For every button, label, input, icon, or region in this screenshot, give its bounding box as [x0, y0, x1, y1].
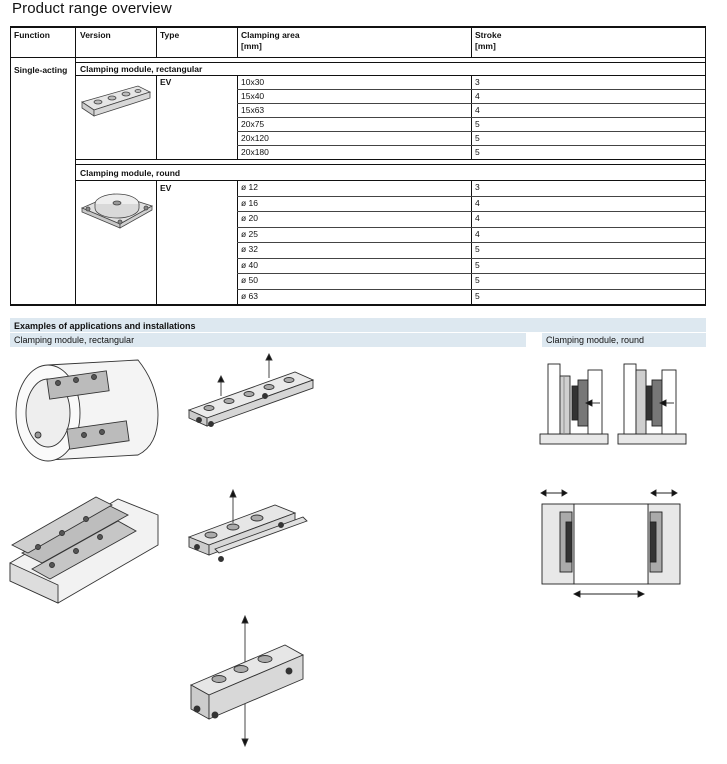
clamping-area-cell: ø 25 [241, 228, 259, 239]
group1-type: EV [160, 77, 172, 87]
stroke-cell: 5 [475, 244, 480, 254]
round-module-image [80, 193, 154, 229]
page-title: Product range overview [12, 0, 172, 17]
table-row-rule [237, 131, 705, 132]
stroke-cell: 3 [475, 182, 480, 192]
round-module-section-diagram-2 [540, 489, 681, 598]
stroke-cell: 5 [475, 119, 480, 129]
header-clamping-area-unit: [mm] [241, 41, 262, 51]
table-row-rule [237, 117, 705, 118]
header-rule [10, 57, 706, 58]
group2-col-type [156, 180, 157, 304]
group2-type: EV [160, 183, 172, 193]
table-row-rule [237, 195, 705, 197]
header-type: Type [160, 30, 180, 40]
round-module-section-diagram-1 [539, 363, 687, 445]
group1-title: Clamping module, rectangular [80, 64, 203, 74]
header-stroke-unit: [mm] [475, 41, 496, 51]
header-clamping-area: Clamping area [mm] [241, 30, 300, 56]
clamping-area-cell: 15x63 [241, 105, 265, 115]
header-function: Function [14, 30, 50, 40]
header-clamping-area-label: Clamping area [241, 30, 300, 40]
left-caption-band [10, 333, 526, 347]
stroke-cell: 5 [475, 259, 480, 270]
function-value: Single-acting [14, 65, 68, 75]
col-line-area-head [237, 28, 238, 58]
header-stroke: Stroke [mm] [475, 30, 501, 56]
table-top-rule [10, 26, 706, 28]
clamping-area-cell: 20x120 [241, 133, 269, 143]
table-row-rule [237, 257, 705, 259]
right-caption: Clamping module, round [546, 335, 645, 345]
clamping-area-cell: 15x40 [241, 91, 265, 101]
group2-title-rule [75, 180, 705, 181]
col-line-left [10, 28, 11, 305]
group-separator-rule [75, 164, 705, 165]
col-line-version [75, 28, 76, 305]
left-caption: Clamping module, rectangular [14, 335, 135, 345]
col-line-stroke-head [471, 28, 472, 58]
table-row-rule [237, 273, 705, 274]
table-row-rule [237, 103, 705, 104]
group1-bottom-rule [75, 159, 705, 160]
rectangular-module-double-arrow-illustration [189, 615, 305, 748]
clamping-area-cell: ø 16 [241, 197, 259, 208]
stroke-cell: 3 [475, 77, 480, 87]
examples-title-band [10, 318, 706, 332]
clamping-area-cell: ø 12 [241, 182, 259, 192]
table-row-rule [237, 211, 705, 212]
stroke-cell: 5 [475, 290, 480, 301]
stroke-cell: 4 [475, 228, 480, 239]
table-bottom-rule [10, 304, 706, 306]
clamping-area-cell: ø 40 [241, 259, 259, 270]
clamping-area-cell: ø 32 [241, 244, 259, 254]
col-line-type-head [156, 28, 157, 58]
group1-title-rule [75, 75, 705, 76]
right-caption-band [542, 333, 706, 347]
clamping-area-cell: ø 50 [241, 275, 259, 285]
clamping-area-cell: ø 63 [241, 290, 259, 301]
group1-top-rule [75, 62, 705, 63]
rectangular-module-image [81, 85, 152, 117]
header-version: Version [80, 30, 111, 40]
table-row-rule [237, 288, 705, 290]
clamping-area-cell: 20x180 [241, 147, 269, 157]
clamping-area-cell: 20x75 [241, 119, 265, 129]
table-row-rule [237, 226, 705, 228]
rectangular-modules-arrows-illustration [187, 352, 315, 427]
clamping-area-cell: 10x30 [241, 77, 265, 87]
table-row-rule [237, 145, 705, 146]
header-stroke-label: Stroke [475, 30, 502, 40]
group1-col-type [156, 75, 157, 159]
stroke-cell: 5 [475, 275, 480, 285]
cylinder-installation-illustration [15, 359, 159, 462]
group2-title: Clamping module, round [80, 168, 181, 178]
stroke-cell: 5 [475, 133, 480, 143]
stroke-cell: 4 [475, 91, 480, 101]
clamping-area-cell: ø 20 [241, 213, 259, 223]
stroke-cell: 5 [475, 147, 480, 157]
rectangular-modules-single-arrow-illustration [187, 488, 308, 562]
inclined-block-installation-illustration [9, 496, 159, 604]
col-line-right [705, 28, 706, 305]
table-row-rule [237, 242, 705, 243]
table-row-rule [237, 89, 705, 90]
stroke-cell: 4 [475, 105, 480, 115]
examples-title: Examples of applications and installatio… [14, 321, 196, 331]
stroke-cell: 4 [475, 213, 480, 223]
stroke-cell: 4 [475, 197, 480, 208]
